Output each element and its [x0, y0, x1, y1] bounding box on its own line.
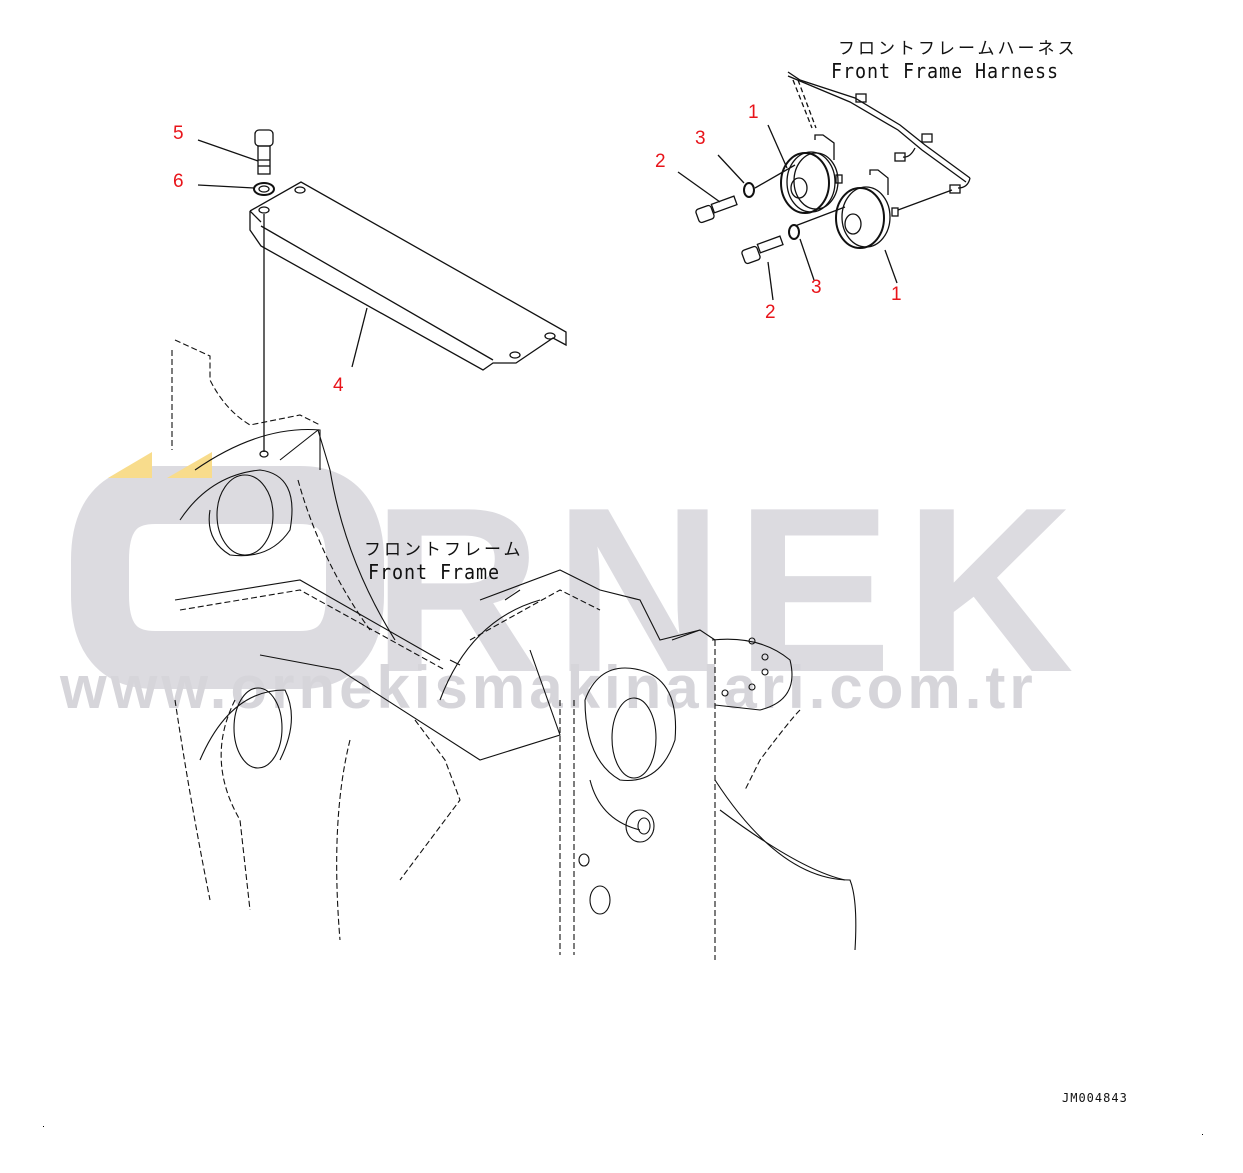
cover-plate [249, 181, 567, 452]
watermark-brand: RNEK [372, 458, 1086, 721]
bolt-2-upper [695, 195, 738, 224]
callout-2-upper: 2 [655, 151, 666, 172]
callout-1-upper: 1 [748, 102, 759, 123]
watermark-url: www.ornekismakinalari.com.tr [60, 654, 1037, 721]
front-frame-harness [787, 71, 971, 211]
front-frame [171, 339, 857, 960]
mounting-hole [259, 450, 269, 458]
corner-mark-left [43, 1126, 44, 1127]
callout-1-lower: 1 [891, 284, 902, 305]
bolt-2-lower [741, 235, 784, 265]
frame-label-jp: フロントフレーム [364, 540, 524, 560]
harness-label-jp: フロントフレームハーネス [838, 39, 1078, 59]
umlaut-mark-left [108, 452, 152, 478]
drawing-code: JM004843 [1062, 1091, 1128, 1105]
callout-6: 6 [173, 171, 184, 192]
horn-upper [754, 134, 843, 214]
leader-lines [197, 124, 898, 368]
washer-6 [253, 182, 275, 196]
callout-3-upper: 3 [695, 128, 706, 149]
corner-mark-right [1202, 1134, 1203, 1135]
callout-3-lower: 3 [811, 277, 822, 298]
umlaut-mark-right [167, 452, 212, 478]
washer-3-upper [743, 182, 755, 198]
frame-label-en: Front Frame [368, 560, 500, 584]
washer-3-lower [788, 224, 800, 240]
bolt-5 [254, 129, 274, 175]
callout-4: 4 [333, 375, 344, 396]
callout-2-lower: 2 [765, 302, 776, 323]
harness-label-en: Front Frame Harness [831, 59, 1059, 83]
horn-lower [794, 169, 899, 249]
callout-5: 5 [173, 123, 184, 144]
